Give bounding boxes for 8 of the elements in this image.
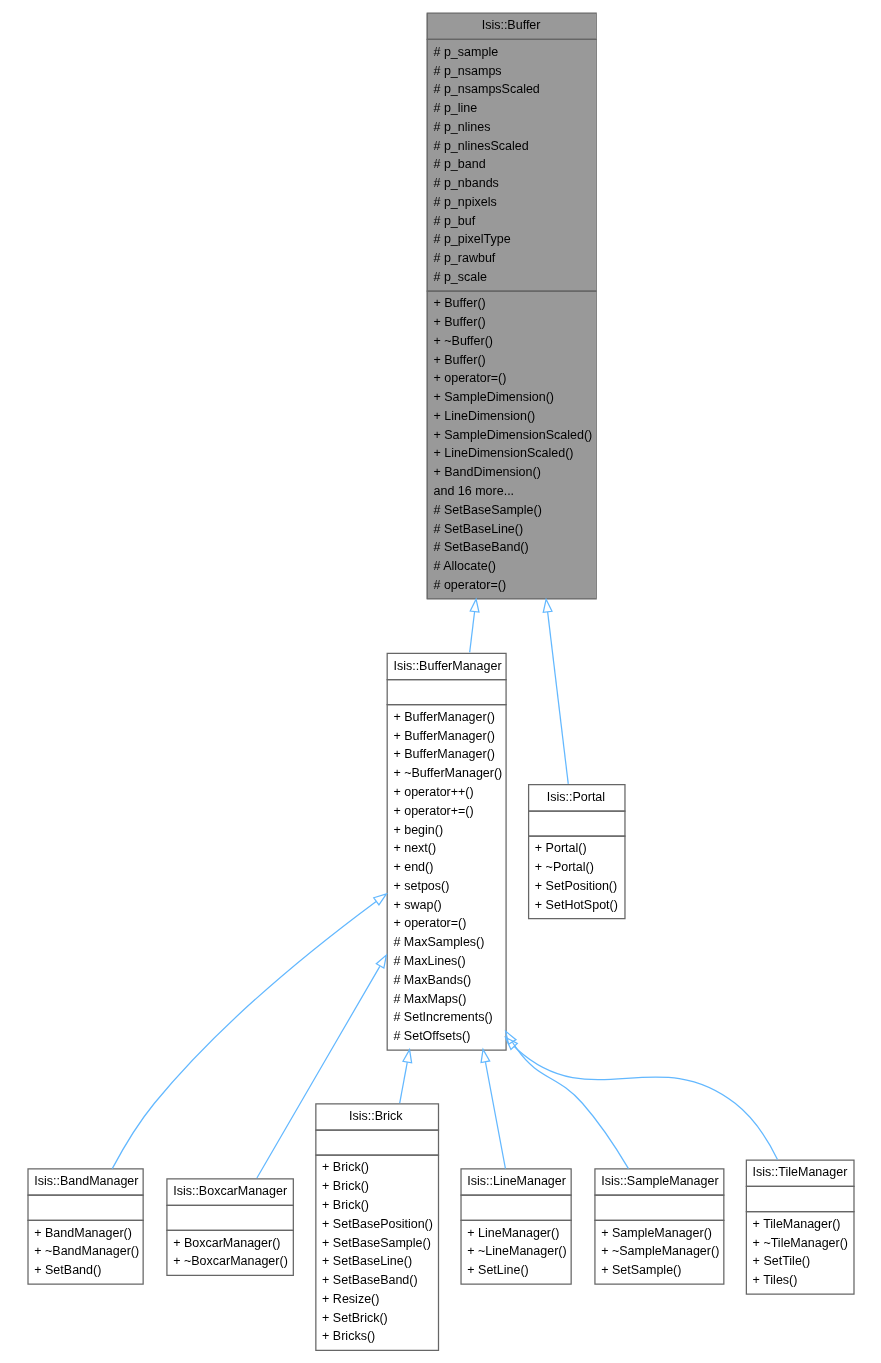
arrow — [479, 1047, 506, 1170]
arrow — [255, 953, 387, 1179]
arrow — [111, 892, 388, 1170]
arrow — [504, 1029, 629, 1170]
arrow — [398, 1047, 412, 1104]
arrow — [541, 597, 569, 785]
arrow — [503, 1036, 778, 1161]
arrow — [468, 597, 480, 654]
